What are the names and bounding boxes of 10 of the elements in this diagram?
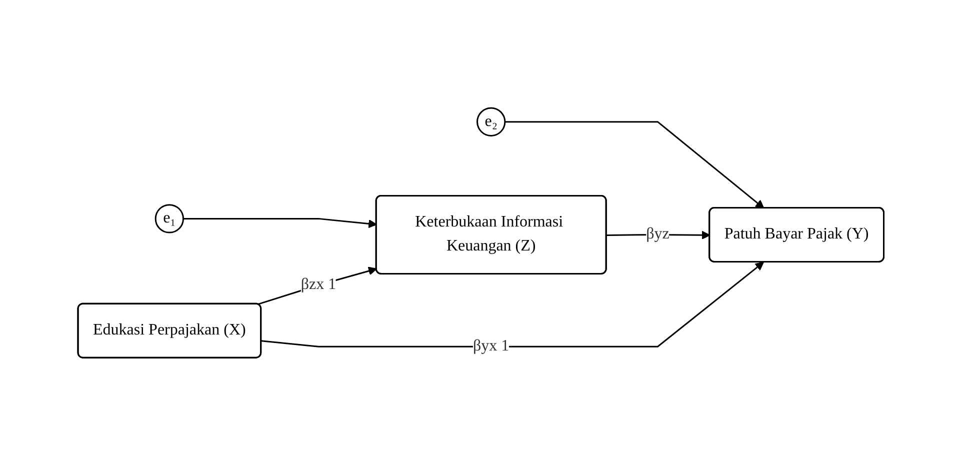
arrow: [182, 218, 377, 228]
edge-label: βyz: [646, 225, 669, 242]
edge-label: βyx 1: [472, 337, 509, 354]
edge-label: βzx 1: [300, 276, 336, 293]
arrow: [606, 230, 710, 240]
arrow: [260, 261, 764, 348]
node-circle: e₁: [154, 204, 184, 233]
arrow: [257, 266, 377, 305]
node-circle: e₂: [476, 106, 506, 136]
arrow: [504, 120, 764, 208]
